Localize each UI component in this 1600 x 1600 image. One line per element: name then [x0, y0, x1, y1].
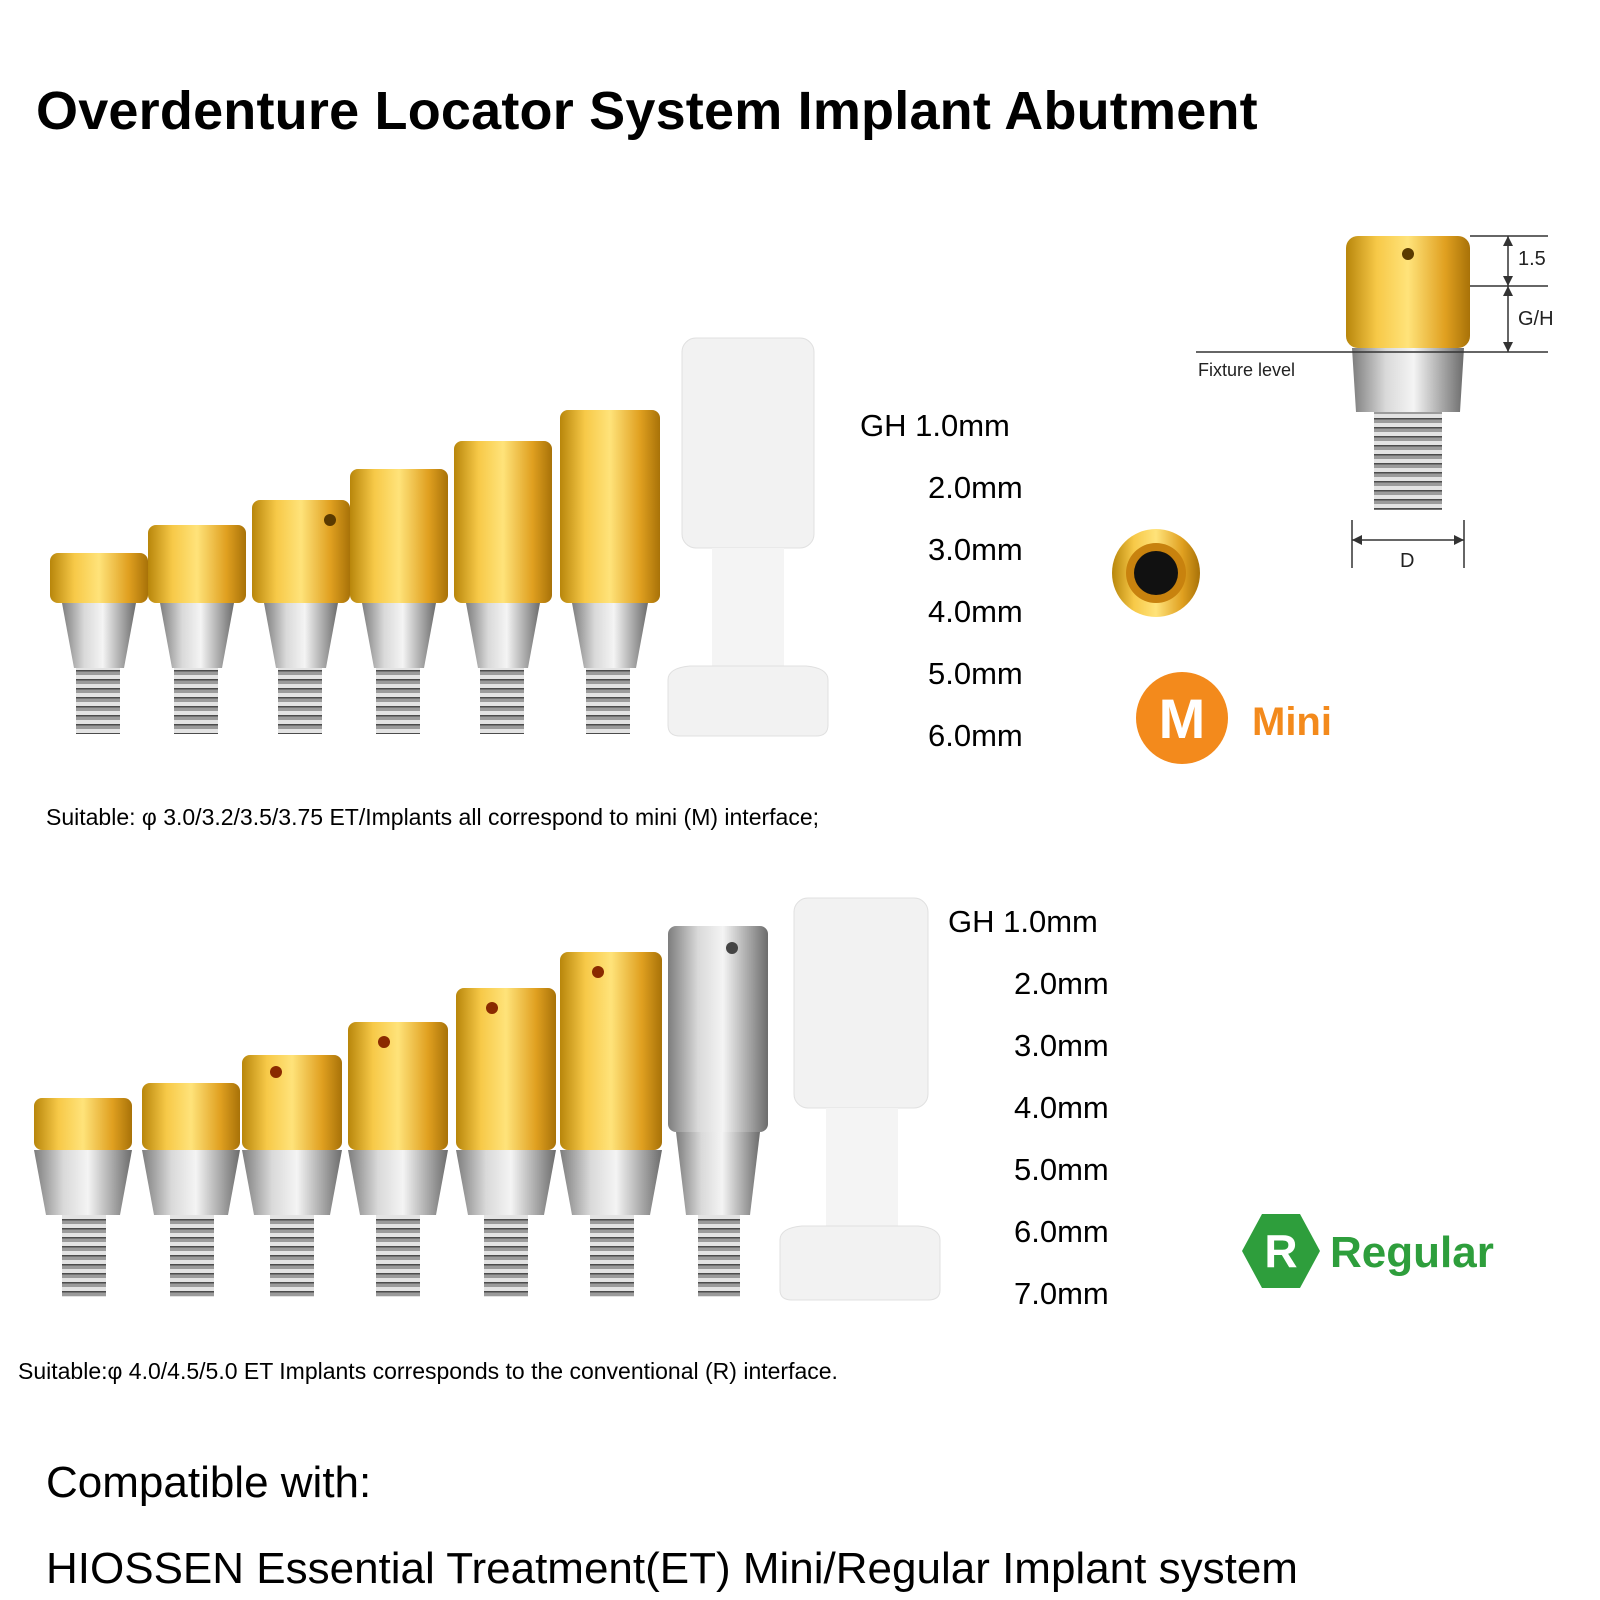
dim-label-d: D — [1400, 550, 1415, 572]
regular-abutment-6 — [560, 952, 662, 1297]
regular-gh-1: GH 1.0mm — [948, 904, 1098, 939]
mini-abutment-6 — [560, 410, 660, 734]
regular-gh-4: 4.0mm — [1014, 1090, 1109, 1125]
mini-gh-3: 3.0mm — [928, 532, 1023, 567]
mini-gh-2: 2.0mm — [928, 470, 1023, 505]
fixture-level-label: Fixture level — [1198, 360, 1296, 380]
regular-abutment-4 — [348, 1022, 448, 1297]
regular-carrier-white — [779, 897, 941, 1301]
mini-carrier-white — [667, 337, 829, 737]
regular-label: Regular — [1330, 1228, 1494, 1277]
dimension-diagram — [1196, 235, 1548, 568]
regular-abutment-7-steel — [668, 926, 768, 1297]
mini-abutment-5 — [454, 441, 552, 734]
regular-gh-3: 3.0mm — [1014, 1028, 1109, 1063]
mini-top-view-icon — [1112, 529, 1200, 617]
mini-gh-6: 6.0mm — [928, 718, 1023, 753]
mini-label: Mini — [1252, 700, 1332, 744]
regular-gh-7: 7.0mm — [1014, 1276, 1109, 1311]
regular-abutment-3 — [242, 1055, 342, 1297]
mini-suitable-text: Suitable: φ 3.0/3.2/3.5/3.75 ET/Implants… — [46, 804, 820, 830]
regular-abutment-5 — [456, 988, 556, 1297]
mini-gh-5: 5.0mm — [928, 656, 1023, 691]
compatible-system: HIOSSEN Essential Treatment(ET) Mini/Reg… — [46, 1544, 1298, 1593]
regular-abutment-2 — [142, 1083, 240, 1297]
regular-badge-hexagon — [1242, 1214, 1320, 1288]
regular-gh-2: 2.0mm — [1014, 966, 1109, 1001]
dim-label-top: 1.5 — [1518, 248, 1546, 270]
regular-badge-letter: R — [1264, 1225, 1298, 1277]
regular-suitable-text: Suitable:φ 4.0/4.5/5.0 ET Implants corre… — [18, 1358, 838, 1384]
mini-abutment-1 — [50, 553, 148, 734]
mini-abutment-2 — [148, 525, 246, 734]
mini-badge: M — [1136, 672, 1228, 764]
regular-gh-6: 6.0mm — [1014, 1214, 1109, 1249]
mini-gh-1: GH 1.0mm — [860, 408, 1010, 443]
mini-gh-4: 4.0mm — [928, 594, 1023, 629]
compatible-heading: Compatible with: — [46, 1458, 372, 1507]
regular-abutment-1 — [34, 1098, 132, 1297]
mini-abutment-4 — [350, 469, 448, 734]
mini-abutment-3 — [252, 500, 350, 734]
regular-gh-5: 5.0mm — [1014, 1152, 1109, 1187]
dim-label-gh: G/H — [1518, 308, 1554, 330]
page-title: Overdenture Locator System Implant Abutm… — [36, 81, 1258, 141]
